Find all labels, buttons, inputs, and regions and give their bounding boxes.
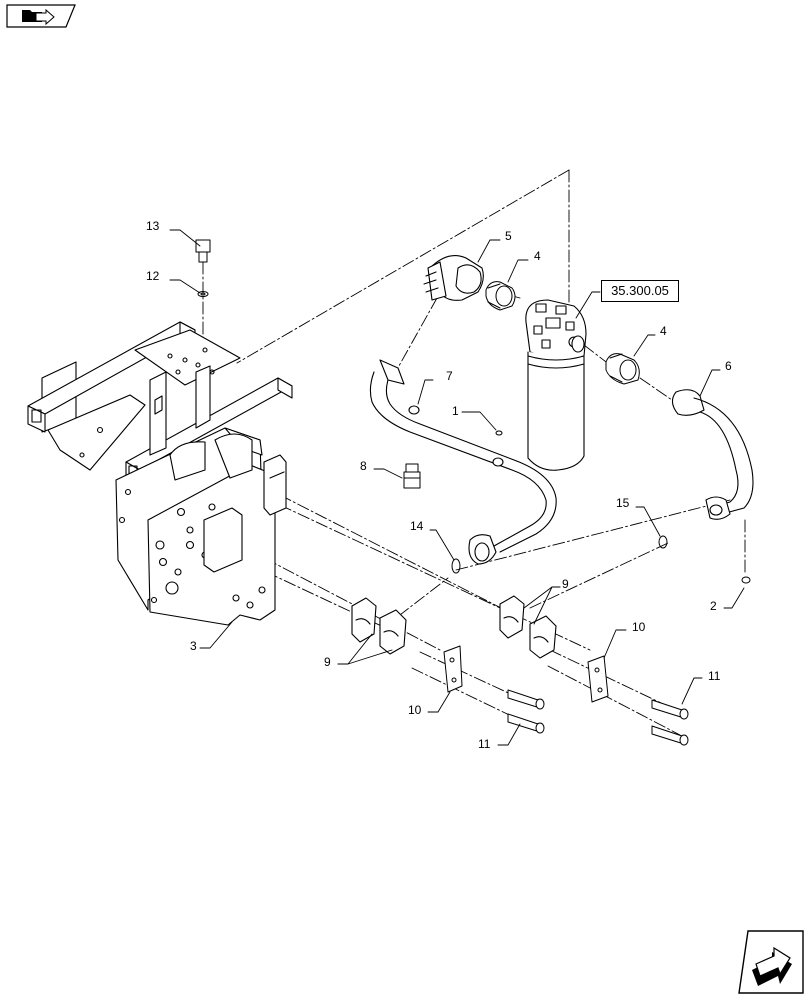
callout-6: 6 — [725, 359, 732, 373]
callout-11: 11 — [708, 669, 721, 683]
next-page-arrow-icon[interactable] — [738, 930, 804, 994]
straight-fitting — [403, 463, 421, 489]
mounting-bracket — [27, 321, 293, 626]
adapter-fitting-left — [485, 281, 516, 311]
clamp-bolts — [507, 689, 689, 746]
section-reference-link[interactable]: 35.300.05 — [601, 280, 679, 302]
elbow-fitting — [423, 255, 484, 301]
filter-assembly — [525, 299, 587, 471]
callout-4: 4 — [660, 324, 667, 338]
clamp-halves — [351, 595, 557, 659]
callout-10: 10 — [632, 620, 646, 634]
callout-5: 5 — [505, 229, 512, 243]
callout-9: 9 — [562, 577, 569, 591]
callout-14: 14 — [410, 519, 424, 533]
leader-lines — [169, 229, 745, 746]
o-rings — [451, 430, 751, 584]
callout-4: 4 — [534, 249, 541, 263]
cover-plates — [443, 645, 609, 703]
hose-right — [671, 389, 754, 520]
callout-3: 3 — [190, 639, 197, 653]
callout-9: 9 — [324, 655, 331, 669]
callout-1: 1 — [452, 404, 459, 418]
callout-13: 13 — [146, 219, 160, 233]
construction-lines — [202, 169, 746, 736]
callout-2: 2 — [710, 599, 717, 613]
adapter-fitting-right — [605, 353, 640, 385]
hose-left — [369, 359, 557, 565]
callout-8: 8 — [360, 459, 367, 473]
callout-7: 7 — [446, 369, 453, 383]
bolt-and-washer — [195, 239, 211, 297]
callout-10: 10 — [408, 703, 422, 717]
callout-11: 11 — [478, 737, 491, 751]
folder-arrow-icon — [6, 4, 76, 28]
callout-15: 15 — [616, 496, 630, 510]
callout-12: 12 — [146, 269, 160, 283]
